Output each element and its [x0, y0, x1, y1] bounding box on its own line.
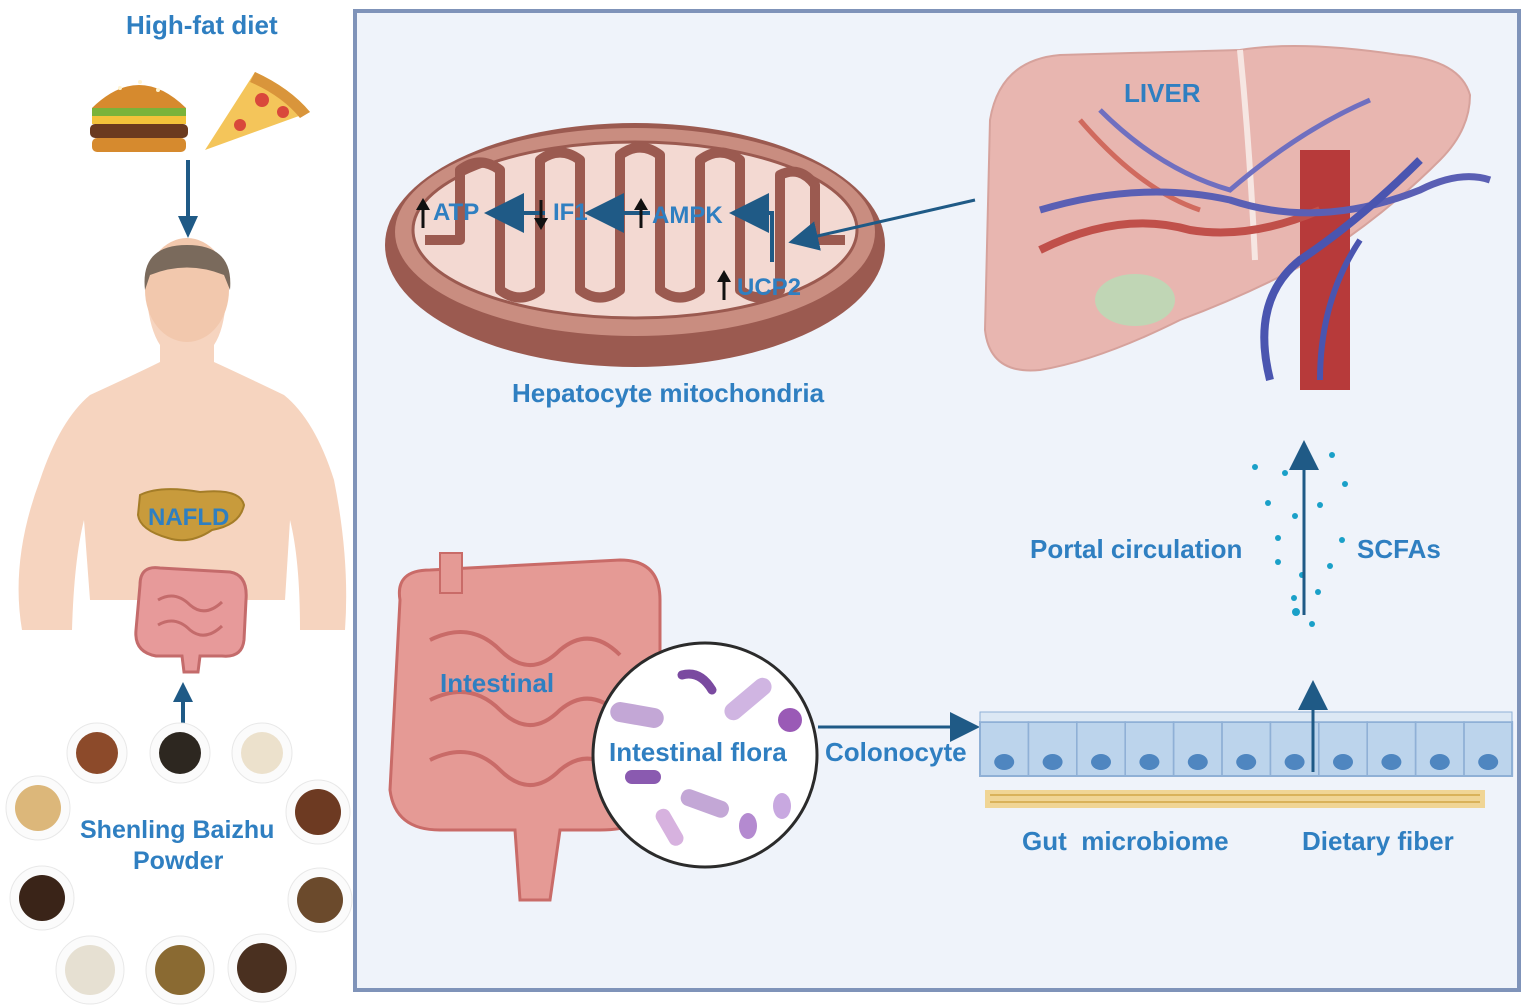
left-illustrations [5, 72, 353, 1005]
intestinal-flora-label: Intestinal flora [609, 737, 787, 767]
arrow-liver-to-mitochondria [788, 198, 976, 251]
liver-label: LIVER [1124, 78, 1201, 108]
cell-nucleus [1187, 754, 1208, 770]
up-arrow-icon [717, 270, 731, 300]
cell-nucleus [1381, 754, 1402, 770]
regulation-arrows [416, 198, 731, 300]
cell-nucleus [1478, 754, 1499, 770]
if1-label: IF1 [553, 199, 588, 226]
up-arrow-icon [416, 198, 430, 228]
cell-nucleus [1042, 754, 1063, 770]
mitochondrion [385, 123, 885, 367]
up-arrow-icon [634, 198, 648, 228]
cell-nucleus [1284, 754, 1305, 770]
herbal-formula-label-line1: Shenling Baizhu [80, 816, 275, 844]
cell-nucleus [1139, 754, 1160, 770]
left-panel: High-fat diet [0, 0, 353, 1006]
colonocyte-cell [1463, 721, 1514, 777]
human-body [18, 238, 347, 630]
large-intestine [388, 552, 662, 902]
cell-nucleus [1429, 754, 1450, 770]
scfas-label: SCFAs [1357, 534, 1441, 564]
ampk-label: AMPK [652, 202, 723, 229]
portal-circulation-label: Portal circulation [1030, 534, 1243, 564]
pizza-icon [205, 72, 310, 150]
dietary-fiber-label: Dietary fiber [1302, 826, 1454, 856]
cell-nucleus [994, 754, 1015, 770]
colonocyte-label: Colonocyte [825, 737, 967, 767]
arrow-up-icon [173, 682, 193, 726]
scfa-particles [1252, 452, 1348, 627]
nafld-label: NAFLD [148, 504, 230, 531]
mitochondria-caption: Hepatocyte mitochondria [512, 378, 825, 408]
small-liver [136, 488, 246, 542]
gut-microbiome-label: Gut microbiome [1022, 826, 1229, 856]
burger-icon [90, 80, 188, 152]
high-fat-diet-title: High-fat diet [126, 10, 278, 40]
down-arrow-icon [534, 200, 548, 230]
liver [983, 45, 1492, 390]
cell-nucleus [1333, 754, 1353, 770]
cell-nucleus [1236, 754, 1257, 770]
cell-nucleus [1091, 754, 1111, 770]
intestinal-label: Intestinal [440, 668, 555, 698]
herb-bowls [5, 722, 353, 1005]
microbiota-zoom-circle [591, 641, 819, 869]
atp-label: ATP [433, 199, 480, 226]
colonocyte-epithelium [979, 711, 1514, 808]
arrow-down-icon [178, 160, 198, 238]
herbal-formula-label-line2: Powder [133, 847, 224, 875]
small-intestine [134, 566, 248, 674]
ucp2-label: UCP2 [737, 274, 802, 301]
